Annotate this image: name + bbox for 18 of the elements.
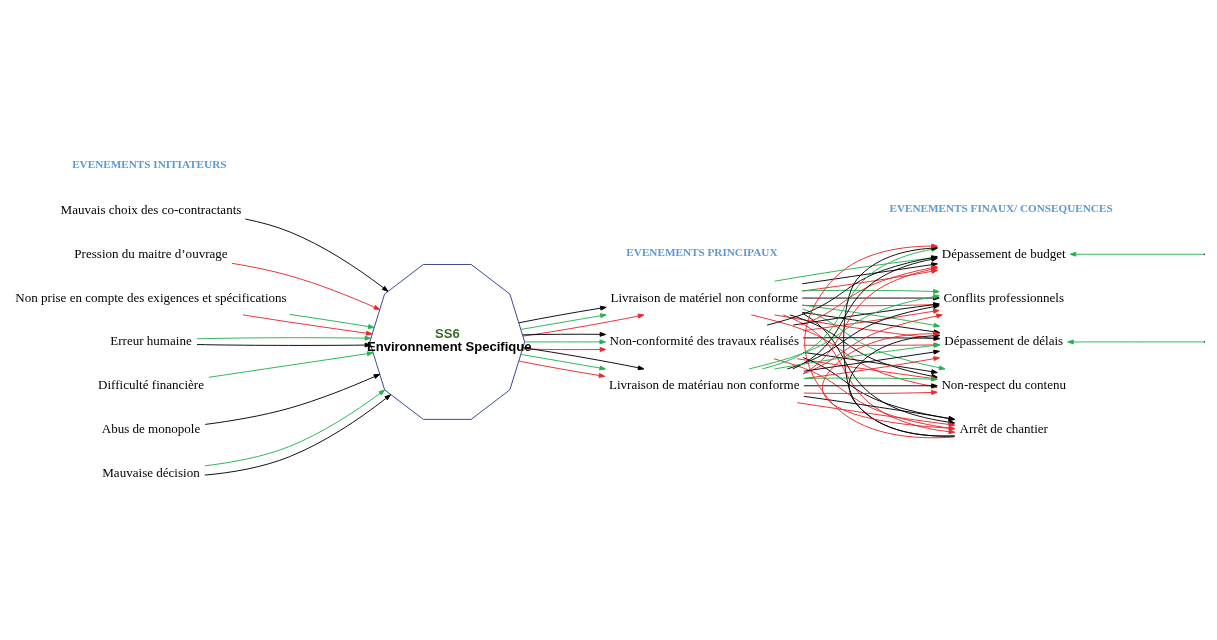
node-text: Abus de monopole xyxy=(101,421,201,437)
node-text: Erreur humaine xyxy=(110,333,192,349)
node-text: Livraison de matériel non conforme xyxy=(610,289,799,305)
node-text: Livraison de matériau non conforme xyxy=(608,377,800,393)
node-text: Arrêt de chantier xyxy=(959,421,1048,437)
label: EVENEMENTS FINAUX/ CONSEQUENCES xyxy=(889,202,1113,215)
label: EVENEMENTS PRINCIPAUX xyxy=(626,246,778,259)
node-text: Non-respect du contenu xyxy=(941,377,1067,393)
node-text: Conflits professionnels xyxy=(943,289,1065,305)
node-text: Non prise en compte des exigences et spécifications xyxy=(15,289,287,305)
node-text: Pression du maitre d’ouvrage xyxy=(74,245,228,261)
node-text: Non-conformité des travaux réalisés xyxy=(609,333,799,349)
node-text: Dépassement de budget xyxy=(941,245,1066,261)
node-text: Mauvaise décision xyxy=(102,464,200,480)
label: EVENEMENTS INITIATEURS xyxy=(72,158,227,171)
node-text: Dépassement de délais xyxy=(944,333,1064,349)
node-text: Mauvais choix des co-contractants xyxy=(60,201,242,217)
node-text: Difficulté financière xyxy=(98,377,204,393)
